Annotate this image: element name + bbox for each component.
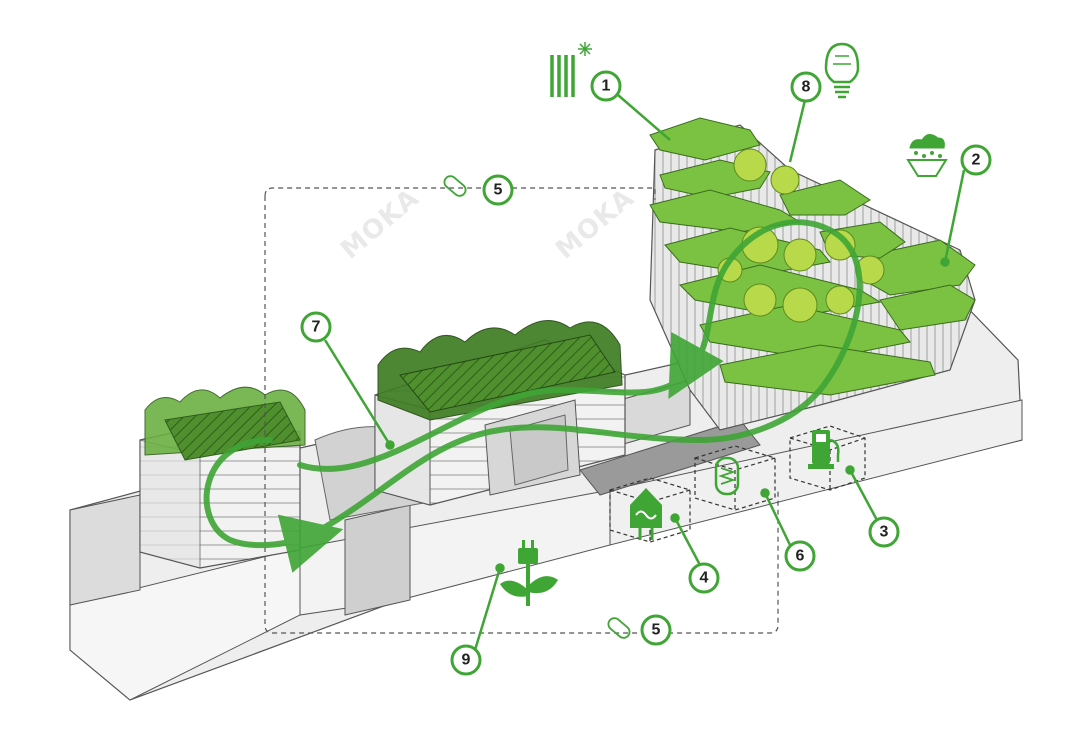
callout-2: 2 [960,144,992,176]
solar-panel-icon [550,42,592,97]
callout-label: 4 [700,570,709,587]
house-heating-icon [630,488,662,540]
light-bulb-icon [824,42,860,99]
callout-label: 8 [802,79,811,96]
callout-leaders [323,94,966,651]
water-boiler-icon [714,456,740,496]
terraced-green-building [649,117,976,431]
callout-label: 7 [312,319,321,336]
callout-7: 7 [300,311,332,343]
callout-5-top: 5 [482,174,514,206]
callout-8: 8 [790,71,822,103]
rain-harvest-icon [906,134,948,177]
callout-label: 2 [972,152,981,169]
svg-text:MOKA: MOKA [550,183,640,265]
terrace-trees [717,148,885,323]
callout-label: 5 [652,622,661,639]
callout-label: 5 [494,182,503,199]
service-box-charging [789,425,866,491]
callout-label: 1 [602,78,611,95]
callout-label: 9 [462,652,471,669]
callout-1: 1 [590,70,622,102]
ev-charging-icon [808,430,840,469]
callout-9: 9 [450,644,482,676]
plant-plug-icon [500,540,558,606]
flow-arrows [203,219,863,573]
callout-3: 3 [868,516,900,548]
callout-label: 6 [796,548,805,565]
callout-label: 3 [880,524,889,541]
callout-4: 4 [688,562,720,594]
dashed-boundary [264,187,779,634]
middle-building [374,319,626,506]
svg-text:MOKA: MOKA [335,183,425,265]
sensor-icon [443,175,631,639]
callout-5-bottom: 5 [640,614,672,646]
callout-6: 6 [784,540,816,572]
